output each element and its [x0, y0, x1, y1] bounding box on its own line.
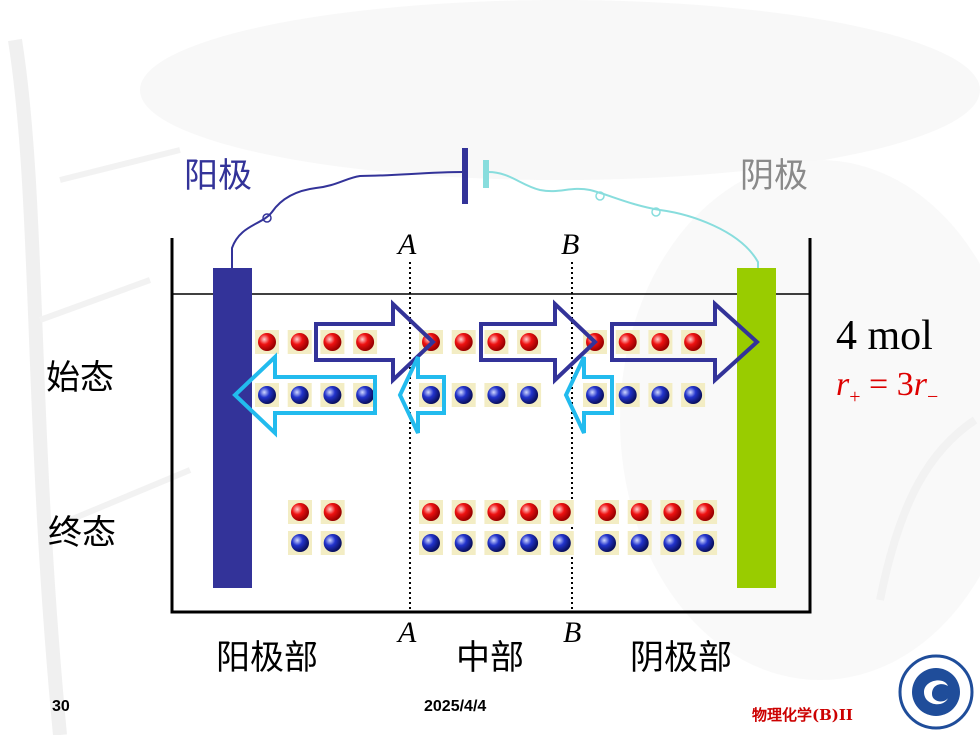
cation-ion: [615, 330, 640, 354]
cation-ion: [660, 500, 685, 524]
cation-ion: [451, 330, 476, 354]
anion-ion: [627, 531, 652, 555]
anion-ion: [681, 383, 706, 407]
anion-arrow-anode-region: [232, 352, 377, 438]
anion-ion: [549, 531, 574, 555]
anion-ion: [660, 531, 685, 555]
course-title: 物理化学(B)II: [752, 706, 853, 724]
boundary-b-bottom-label: B: [563, 616, 582, 649]
cation-ion: [627, 500, 652, 524]
cation-ion: [517, 500, 542, 524]
initial-state-label: 始态: [46, 358, 114, 398]
anion-ion: [320, 383, 345, 407]
amount-label: 4 mol: [836, 313, 933, 359]
cation-arrow-middle-region: [479, 299, 598, 385]
anion-ion: [693, 531, 718, 555]
anion-ion: [287, 383, 312, 407]
cation-ion: [288, 500, 312, 524]
anode-region-label: 阳极部: [216, 638, 318, 678]
boundary-a-bottom-label: A: [398, 616, 417, 649]
beaker: [170, 238, 812, 614]
anion-ion: [320, 531, 345, 555]
cation-ion: [681, 330, 706, 354]
background-decoration: [8, 0, 980, 735]
cation-ion: [419, 500, 443, 524]
anion-ion: [451, 531, 476, 555]
anion-ion: [517, 531, 542, 555]
cation-ion: [517, 330, 542, 354]
anode-title: 阳极: [184, 156, 252, 196]
cation-ion: [549, 500, 574, 524]
anion-ion: [419, 383, 443, 407]
cation-ion: [693, 500, 718, 524]
cation-ion: [451, 500, 476, 524]
plus-subscript: +: [849, 385, 861, 408]
cation-ion: [648, 330, 673, 354]
anion-ion: [484, 531, 509, 555]
anion-ion: [517, 383, 542, 407]
anion-ion: [595, 531, 619, 555]
anion-ion: [583, 383, 607, 407]
cation-ion: [255, 330, 279, 354]
anion-ion: [648, 383, 673, 407]
cation-ion: [320, 500, 345, 524]
anion-arrow-boundary-a: [397, 356, 446, 434]
cation-ion: [353, 330, 378, 354]
anion-arrow-boundary-b: [563, 356, 614, 434]
anion-ion: [484, 383, 509, 407]
anion-arrows: [232, 352, 614, 438]
anion-ion: [288, 531, 312, 555]
cation-ion: [484, 330, 509, 354]
cation-ion: [287, 330, 312, 354]
cathode-region-label: 阴极部: [630, 638, 732, 678]
cathode-title: 阴极: [740, 156, 808, 196]
cathode-electrode: [737, 268, 776, 588]
anion-ion: [419, 531, 443, 555]
r-minus-symbol: r: [913, 366, 927, 403]
middle-region-label: 中部: [456, 638, 524, 678]
anion-ion: [615, 383, 640, 407]
cation-arrows: [314, 299, 760, 385]
slide-date: 2025/4/4: [424, 698, 487, 715]
anion-ion: [451, 383, 476, 407]
r-plus-symbol: r: [836, 366, 850, 403]
cation-arrow-cathode-region: [610, 299, 760, 385]
university-logo: [898, 654, 974, 730]
anode-electrode: [213, 268, 252, 588]
power-circuit: [231, 148, 759, 270]
radius-relation: r+ = 3r−: [836, 366, 938, 409]
cation-arrow-anode-region: [314, 299, 436, 385]
cation-ion: [595, 500, 619, 524]
cation-ion: [484, 500, 509, 524]
slide-number: 30: [52, 698, 70, 715]
anion-ion: [255, 383, 279, 407]
boundary-a-top-label: A: [398, 228, 417, 261]
ion-layer: [255, 330, 718, 555]
equals-three: = 3: [860, 366, 914, 403]
final-state-label: 终态: [48, 513, 116, 553]
boundary-b-top-label: B: [561, 228, 580, 261]
minus-subscript: −: [926, 385, 939, 408]
cation-ion: [320, 330, 345, 354]
